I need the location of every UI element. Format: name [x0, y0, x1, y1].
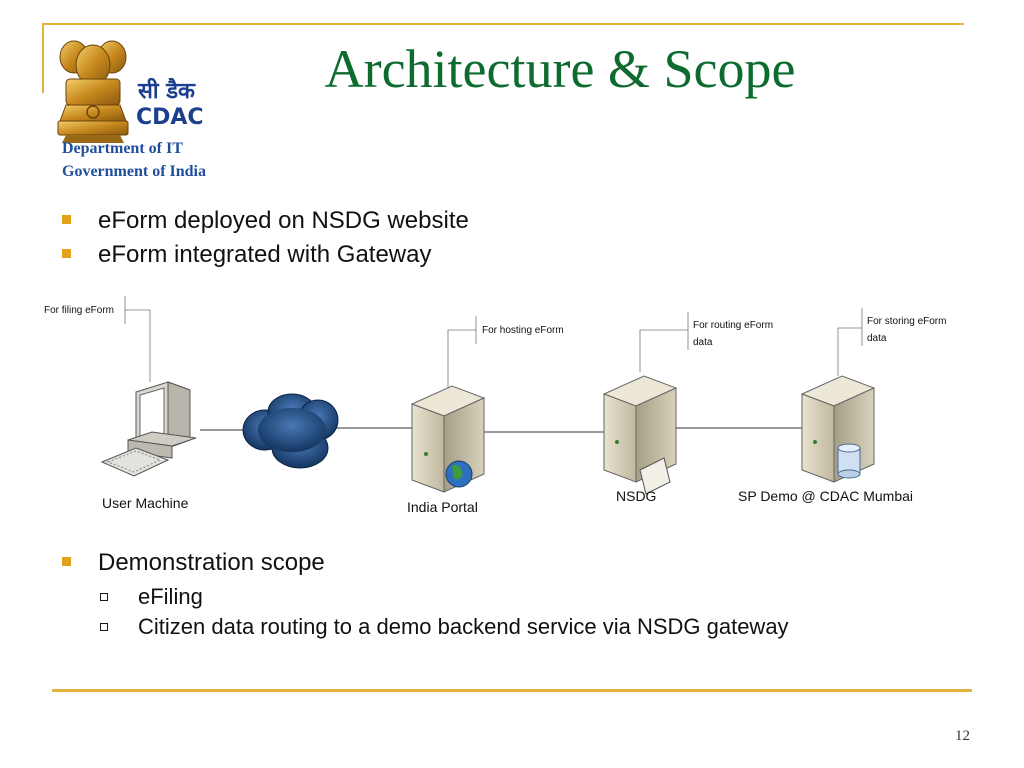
callout-text: For storing eForm	[867, 316, 946, 327]
callout-markers	[124, 296, 863, 350]
callout-text: For hosting eForm	[482, 325, 564, 336]
node-label-nsdg: NSDG	[616, 488, 656, 504]
callout-text: data	[867, 333, 887, 344]
bullet-marker	[62, 557, 71, 566]
callout-text: data	[693, 337, 713, 348]
footer-divider	[52, 689, 972, 692]
sub-bullet-text: Citizen data routing to a demo backend s…	[138, 614, 789, 639]
cdac-logo-text: CDAC	[136, 105, 204, 130]
bullet-text: Demonstration scope	[98, 549, 325, 576]
callout-text: For filing eForm	[44, 305, 114, 316]
web-server-icon	[410, 385, 486, 493]
national-emblem-icon	[57, 40, 129, 143]
department-line-2: Government of India	[62, 163, 206, 180]
node-label-india-portal: India Portal	[407, 499, 478, 515]
page-title: Architecture & Scope	[324, 39, 796, 99]
callout-text: For routing eForm	[693, 320, 773, 331]
page-number: 12	[955, 728, 970, 744]
internet-cloud-icon	[242, 393, 339, 469]
bullet-marker	[62, 249, 71, 258]
top-border-line	[42, 23, 964, 25]
desktop-computer-icon	[100, 381, 197, 477]
sub-bullet-text: eFiling	[138, 584, 203, 609]
bullet-marker	[62, 215, 71, 224]
node-label-sp-demo: SP Demo @ CDAC Mumbai	[738, 488, 913, 504]
bullet-text: eForm integrated with Gateway	[98, 241, 432, 268]
architecture-diagram: For filing eForm For hosting eForm For r…	[44, 296, 946, 515]
sub-bullet-marker	[100, 593, 108, 601]
left-border-line	[42, 23, 44, 93]
connection-lines	[200, 427, 805, 433]
cdac-logo: CDAC	[136, 105, 204, 130]
cdac-hindi-logo: सी डैक	[138, 79, 195, 104]
database-server-icon	[800, 375, 876, 483]
department-line-1: Department of IT	[62, 140, 183, 157]
node-label-user-machine: User Machine	[102, 495, 189, 511]
gateway-server-icon	[602, 375, 678, 495]
callout-leaders	[125, 309, 862, 395]
sub-bullet-marker	[100, 623, 108, 631]
bullet-text: eForm deployed on NSDG website	[98, 207, 469, 234]
